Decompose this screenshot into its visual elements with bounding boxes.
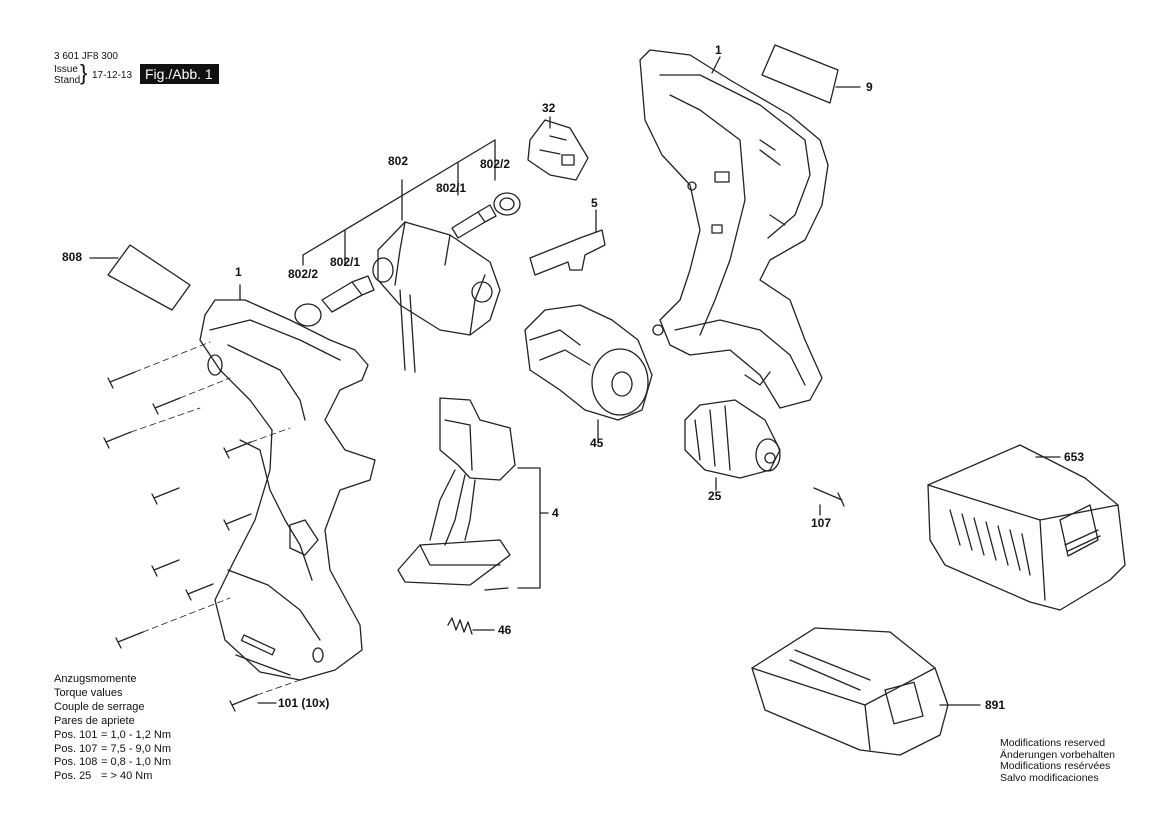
end-cap-top [493, 192, 521, 216]
modifications-de: Änderungen vorbehalten [1000, 748, 1116, 761]
torque-row: Pos. 108 = 0,8 - 1,0 Nm [54, 756, 171, 770]
end-cap-left [294, 303, 322, 327]
modifications-note: Modifications reserved Änderungen vorbeh… [1000, 737, 1116, 784]
chuck-25 [684, 399, 781, 491]
torque-title-de: Anzugsmomente [54, 673, 137, 685]
motor [372, 221, 501, 373]
torque-pos: Pos. 25 [54, 770, 92, 783]
torque-pos: Pos. 107 [54, 742, 98, 755]
screw-107 [813, 487, 845, 516]
callout-107: 107 [811, 516, 832, 530]
callout-45: 45 [590, 436, 604, 450]
torque-value: = 7,5 - 9,0 Nm [101, 742, 172, 755]
callout-802-2-top: 802/2 [480, 157, 511, 171]
callout-101: 101 (10x) [278, 696, 330, 710]
torque-value: = 1,0 - 1,2 Nm [101, 728, 172, 741]
callout-9: 9 [866, 80, 873, 94]
torque-values-block: Anzugsmomente Torque values Couple de se… [54, 673, 171, 784]
callout-46: 46 [498, 623, 512, 637]
modifications-es: Salvo modificaciones [1000, 771, 1099, 784]
callout-802-2-left: 802/2 [288, 267, 319, 281]
figure-label: Fig./Abb. 1 [140, 64, 219, 84]
modifications-en: Modifications reserved [1000, 737, 1106, 749]
spring-46 [447, 617, 495, 635]
callout-802-1-left: 802/1 [330, 255, 361, 269]
callout-891: 891 [985, 698, 1006, 712]
label-sticker-9 [761, 44, 861, 104]
torque-row: Pos. 107 = 7,5 - 9,0 Nm [54, 743, 171, 757]
issue-label: Issue [54, 64, 78, 75]
leader-1-right [711, 56, 721, 74]
callout-1-right: 1 [715, 43, 722, 57]
callout-32: 32 [542, 101, 556, 115]
label-sticker-808 [89, 244, 191, 311]
callout-25: 25 [708, 489, 722, 503]
part-number: 3 601 JF8 300 [54, 51, 118, 62]
callout-802: 802 [388, 154, 409, 168]
battery-891 [751, 627, 981, 756]
torque-value: = 0,8 - 1,0 Nm [101, 756, 172, 769]
screw-center-lines [130, 341, 301, 696]
screw-set-101 [103, 371, 258, 712]
callout-5: 5 [591, 196, 598, 210]
callout-1-left: 1 [235, 265, 242, 279]
callout-808: 808 [62, 250, 83, 264]
torque-pos: Pos. 101 [54, 728, 98, 741]
torque-title-es: Pares de apriete [54, 714, 135, 727]
callout-4: 4 [552, 506, 559, 520]
callout-802-1-top: 802/1 [436, 181, 467, 195]
housing-left-half [199, 284, 376, 681]
torque-pos: Pos. 108 [54, 756, 98, 769]
electronic-switch-4 [397, 397, 549, 591]
stand-label: Stand [54, 75, 81, 86]
modifications-fr: Modifications resérvées [1000, 760, 1111, 773]
carbon-brush-top [451, 204, 497, 239]
issue-date: 17-12-13 [92, 70, 133, 81]
gearbox-45 [524, 304, 653, 439]
header-brace: } [80, 60, 88, 85]
torque-row: Pos. 25 = > 40 Nm [54, 770, 171, 784]
torque-value: = > 40 Nm [101, 770, 153, 783]
torque-title-en: Torque values [54, 686, 123, 699]
direction-switch-5 [529, 209, 606, 276]
torque-title-fr: Couple de serrage [54, 700, 145, 713]
callout-653: 653 [1064, 450, 1085, 464]
carbon-brush-left [321, 275, 375, 313]
charger-653 [927, 444, 1126, 611]
switch-part-32 [527, 116, 589, 181]
torque-row: Pos. 101 = 1,0 - 1,2 Nm [54, 729, 171, 743]
motor-assembly-bracket [302, 139, 496, 266]
housing-right-half [639, 49, 829, 409]
